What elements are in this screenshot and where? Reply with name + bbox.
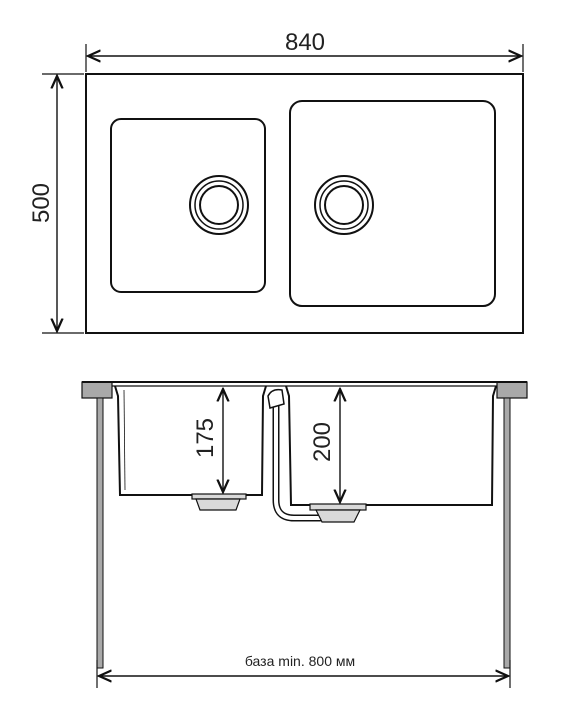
countertop-right bbox=[496, 381, 528, 399]
left-drain-body bbox=[195, 498, 241, 511]
right-drain-body bbox=[315, 509, 361, 523]
right-depth-label: 200 bbox=[309, 422, 336, 462]
right-drain-inner bbox=[324, 185, 364, 225]
left-bowl-profile bbox=[114, 385, 267, 496]
left-bowl-inner-profile bbox=[123, 389, 126, 491]
sink-outline bbox=[85, 73, 524, 334]
side-view: 175 200 база min. 800 мм bbox=[81, 381, 528, 688]
cabinet-wall-right bbox=[503, 397, 511, 669]
left-drain-flange bbox=[191, 493, 247, 500]
right-drain-middle bbox=[319, 180, 369, 230]
countertop-left bbox=[81, 381, 113, 399]
right-bowl bbox=[289, 100, 496, 307]
top-view: 840 500 bbox=[28, 29, 524, 334]
right-bowl-profile bbox=[285, 385, 497, 506]
left-drain-outer bbox=[189, 175, 249, 235]
height-label: 500 bbox=[28, 183, 55, 223]
width-label: 840 bbox=[285, 29, 325, 56]
overflow-head bbox=[267, 388, 285, 409]
left-bowl bbox=[110, 118, 266, 293]
cabinet-wall-left bbox=[96, 397, 104, 669]
left-depth-label: 175 bbox=[192, 418, 219, 458]
overflow-pipe-inner bbox=[274, 394, 322, 520]
base-label: база min. 800 мм bbox=[245, 653, 355, 669]
right-drain-outer bbox=[314, 175, 374, 235]
right-drain-flange bbox=[309, 503, 367, 511]
left-drain-inner bbox=[199, 185, 239, 225]
left-drain-middle bbox=[194, 180, 244, 230]
